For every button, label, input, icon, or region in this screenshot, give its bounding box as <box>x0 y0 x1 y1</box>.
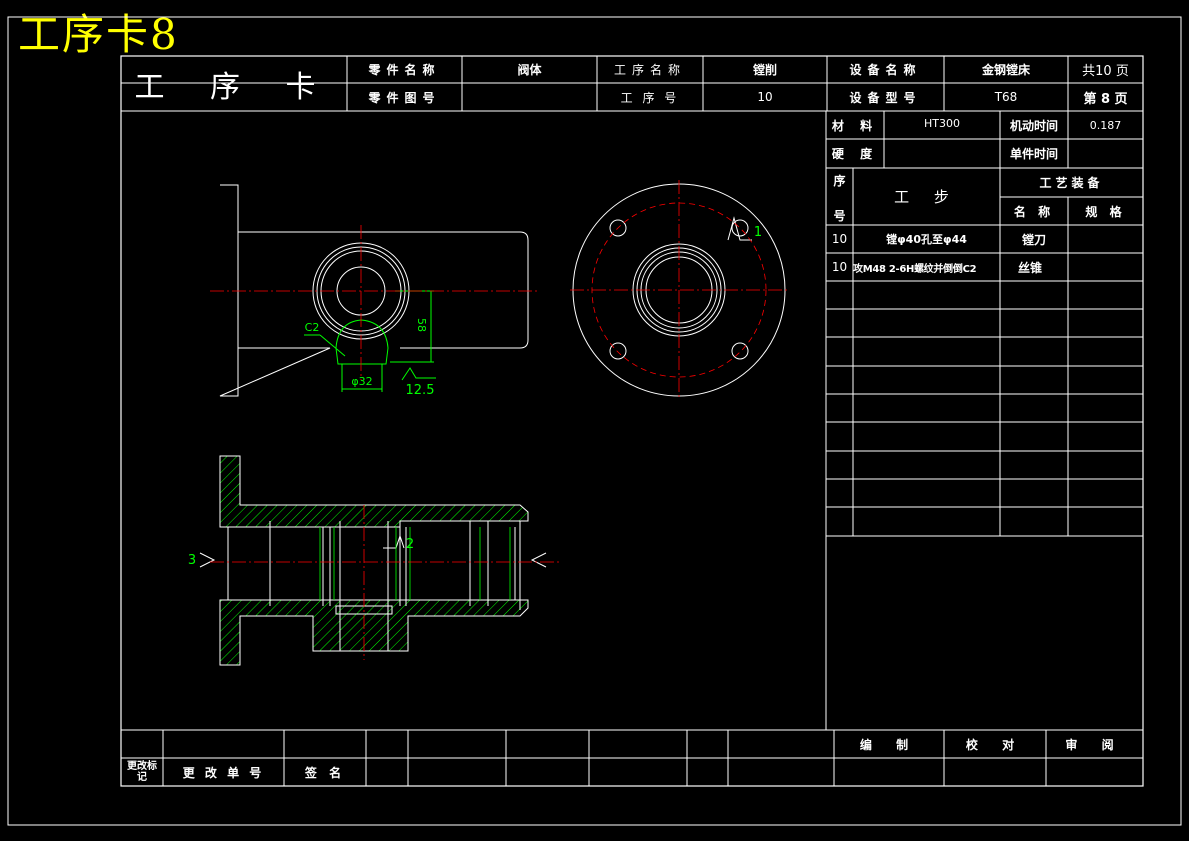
step-row-1-desc: 镗φ40孔至φ44 <box>886 233 967 246</box>
process-name-label: 工序名称 <box>613 63 686 77</box>
process-no: 10 <box>757 90 773 104</box>
part-name: 阀体 <box>517 63 542 77</box>
boss-green <box>304 290 436 392</box>
centerlines-1 <box>210 225 540 380</box>
process-no-label: 工 序 号 <box>620 90 680 105</box>
compiled-label: 编 制 <box>859 737 919 752</box>
surface-mark-1: 1 <box>753 224 763 240</box>
unit-time-label: 单件时间 <box>1009 147 1058 161</box>
right-table-grid <box>825 111 1143 730</box>
tool-spec-label: 规 格 <box>1085 204 1126 219</box>
step-row-2-seq: 10 <box>831 260 848 274</box>
step-row-1-seq: 10 <box>831 232 848 246</box>
part-name-label: 零件名称 <box>368 63 441 77</box>
inner-frame <box>120 55 1144 787</box>
reviewed-label: 审 阅 <box>1065 737 1124 752</box>
machine-time-value: 0.187 <box>1089 118 1122 132</box>
material-label: 材 料 <box>831 118 879 133</box>
centerlines-2 <box>570 180 788 400</box>
process-name: 镗削 <box>752 63 777 77</box>
hardness-value <box>884 139 1000 168</box>
header-grid <box>121 56 1143 112</box>
outer-frame <box>7 16 1182 826</box>
equipment-name: 金钢镗床 <box>981 63 1030 77</box>
footer-grid <box>121 729 1143 786</box>
change-order-label: 更 改 单 号 <box>182 765 265 780</box>
part-no-label: 零件图号 <box>368 90 441 105</box>
seq-label-bottom: 号 <box>833 208 846 223</box>
material-value: HT300 <box>924 117 960 130</box>
equipment-model: T68 <box>994 90 1018 104</box>
signature-label: 签 名 <box>304 765 346 780</box>
total-pages: 共10 页 <box>1082 64 1129 79</box>
step-label: 工 步 <box>894 188 959 206</box>
equipment-label: 工艺装备 <box>1039 176 1104 190</box>
seq-label-top: 序 <box>833 173 846 188</box>
tool-name-label: 名 称 <box>1013 204 1055 219</box>
dim-height: 58 <box>415 318 429 332</box>
step-row-2-tool: 丝锥 <box>1018 260 1043 275</box>
dim-chamfer: C2 <box>304 320 320 334</box>
hardness-label: 硬 度 <box>831 147 879 161</box>
step-row-2-desc: 攻M48 2-6H螺纹并倒倒C2 <box>853 263 977 275</box>
sheet-title: 工序卡8 <box>18 10 179 59</box>
section-view <box>199 455 560 666</box>
change-mark-label: 更改标记 <box>127 761 157 783</box>
unit-time-value <box>1068 139 1143 168</box>
surface-mark-3: 3 <box>187 552 197 568</box>
equipment-name-label: 设备名称 <box>849 63 922 77</box>
page-number: 第 8 页 <box>1083 91 1128 107</box>
roughness-value: 12.5 <box>405 382 435 398</box>
card-title: 工 序 卡 <box>134 69 334 105</box>
step-row-1-tool: 镗刀 <box>1021 232 1046 247</box>
equipment-model-label: 设备型号 <box>849 90 922 105</box>
part-no <box>462 83 597 111</box>
checked-label: 校 对 <box>965 737 1025 752</box>
dim-diameter: φ32 <box>351 374 373 388</box>
machine-time-label: 机动时间 <box>1009 118 1058 133</box>
surface-mark-2: 2 <box>405 536 415 552</box>
